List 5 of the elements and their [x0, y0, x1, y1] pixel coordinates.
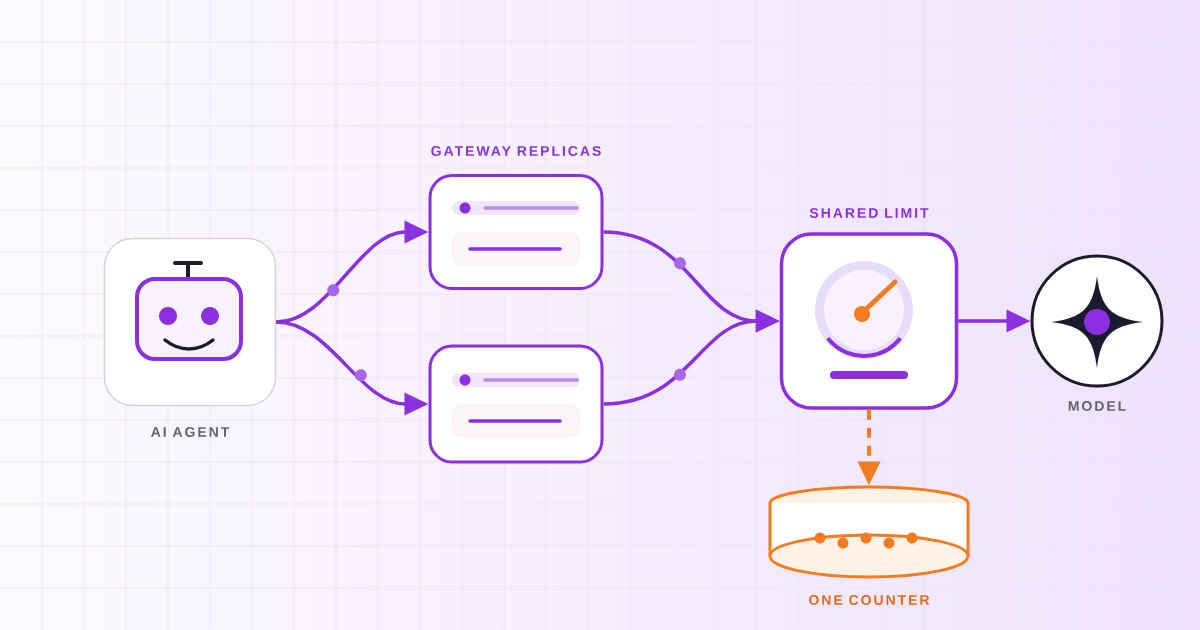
group-label: GATEWAY REPLICAS	[431, 146, 601, 156]
node-label: SHARED LIMIT	[809, 208, 929, 218]
node-label: ONE COUNTER	[809, 595, 930, 605]
node-label: MODEL	[1068, 401, 1126, 411]
node-label: AI AGENT	[151, 427, 230, 437]
